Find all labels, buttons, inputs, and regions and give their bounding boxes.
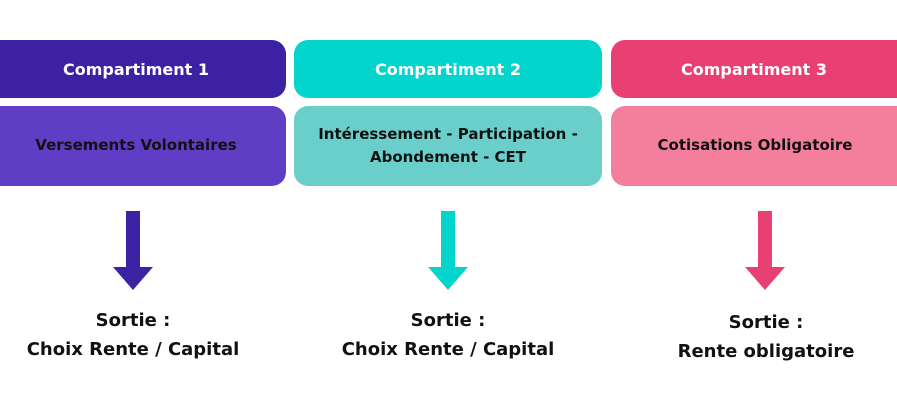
- arrow-down-icon: [428, 211, 468, 291]
- description-line-2: Abondement - CET: [369, 148, 527, 166]
- compartment-3-header: Compartiment 3: [611, 40, 897, 98]
- description-line-1: Intéressement - Participation -: [318, 124, 578, 143]
- compartment-1-header: Compartiment 1: [0, 40, 286, 98]
- compartment-3-description: Cotisations Obligatoire: [611, 106, 897, 186]
- compartment-1-description: Versements Volontaires: [0, 106, 286, 186]
- exit-value: Rente obligatoire: [677, 341, 855, 362]
- exit-label: Sortie :: [95, 310, 171, 331]
- compartment-1-exit: Sortie : Choix Rente / Capital: [0, 306, 278, 364]
- exit-label: Sortie :: [728, 312, 804, 333]
- arrow-down-icon: [113, 211, 153, 291]
- compartment-2-description: Intéressement - Participation - Abondeme…: [294, 106, 602, 186]
- arrow-down-icon: [745, 211, 785, 291]
- compartment-2-header: Compartiment 2: [294, 40, 602, 98]
- exit-value: Choix Rente / Capital: [26, 339, 240, 360]
- compartment-3-exit: Sortie : Rente obligatoire: [621, 308, 897, 366]
- exit-label: Sortie :: [410, 310, 486, 331]
- compartment-2-exit: Sortie : Choix Rente / Capital: [303, 306, 593, 364]
- exit-value: Choix Rente / Capital: [341, 339, 555, 360]
